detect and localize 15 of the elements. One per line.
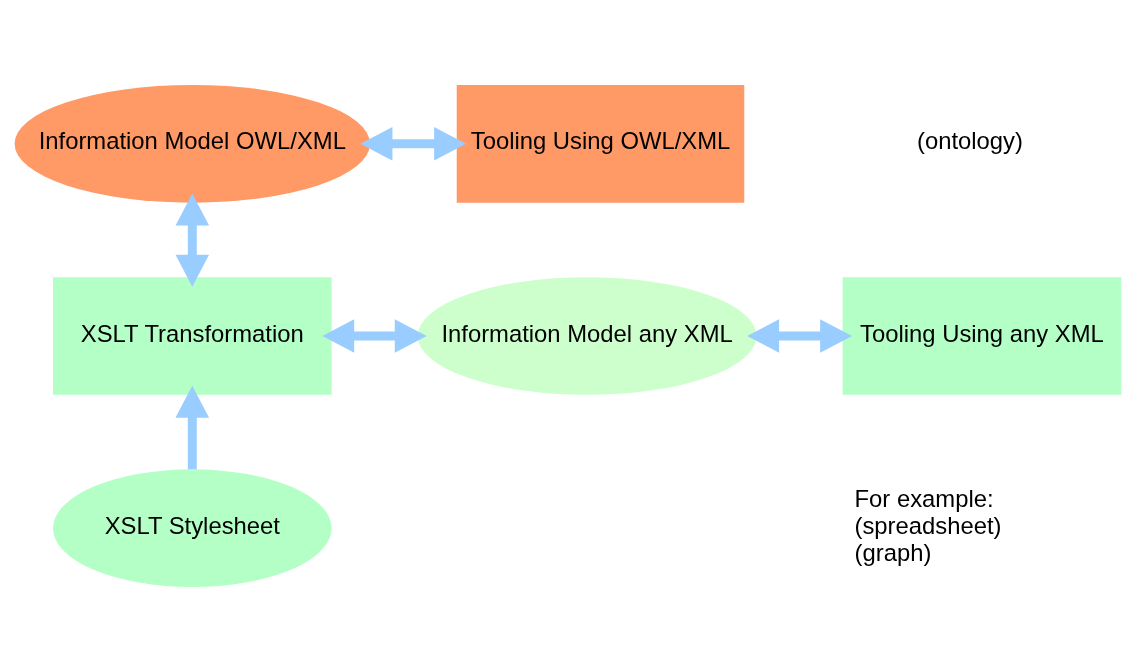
node-box: Tooling Using OWL/XML (456, 84, 745, 203)
arrow (360, 126, 467, 161)
arrow (175, 385, 210, 469)
node-box: XSLT Transformation (53, 276, 332, 395)
label: For example: (854, 484, 994, 512)
label: (spreadsheet) (854, 511, 1002, 539)
label: (ontology) (917, 126, 1023, 154)
node-box: Tooling Using any XML (842, 276, 1122, 395)
arrow (747, 318, 853, 353)
node-ellipse: Information Model any XML (417, 276, 757, 395)
node-ellipse: XSLT Stylesheet (53, 468, 332, 587)
label: (graph) (854, 538, 932, 566)
arrow (322, 318, 427, 353)
arrow (175, 192, 210, 287)
node-ellipse: Information Model OWL/XML (14, 84, 370, 203)
